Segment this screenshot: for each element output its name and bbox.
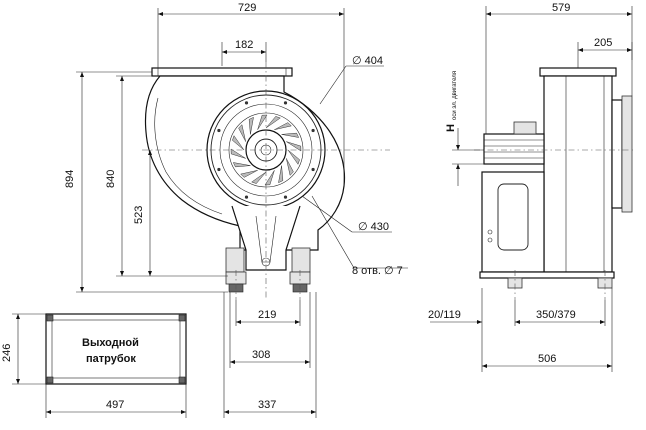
impeller-blade (240, 170, 258, 178)
outlet-detail: Выходной патрубок 246 497 (1, 313, 187, 418)
flange-hole (244, 101, 249, 105)
impeller (230, 114, 302, 186)
impeller-blade (286, 158, 294, 176)
front-view: 729 182 894 840 523 ∅ 404 ∅ 430 8 отв. ∅… (64, 2, 408, 418)
impeller-blade (264, 170, 275, 186)
side-dim-foot-spacing: 350/379 (536, 309, 576, 321)
dim-base-width: 337 (258, 399, 276, 411)
impeller-blade (265, 116, 281, 129)
impeller-blade (251, 171, 267, 184)
side-motor-axis-symbol: H (445, 124, 457, 132)
side-view: 579 205 H оси эл. двигателя 20/119 350/3… (428, 2, 636, 372)
dim-foot-spacing: 219 (258, 309, 276, 321)
impeller-blade (281, 132, 300, 138)
side-dim-offset-left: 20/119 (428, 309, 461, 321)
side-housing (543, 75, 613, 273)
flange-hole (244, 195, 249, 199)
impeller-blade (230, 148, 246, 159)
flange-hole (217, 167, 221, 172)
impeller-blade (232, 162, 251, 168)
impeller-blade (248, 116, 254, 135)
dim-outlet-offset: 182 (235, 39, 253, 51)
dim-outlet-height-detail: 246 (1, 344, 13, 362)
dim-foot-width: 308 (252, 349, 270, 361)
dim-overall-height: 894 (64, 170, 76, 188)
impeller-blade (257, 114, 268, 130)
impeller-blade (278, 165, 284, 184)
dim-outlet-height: 840 (105, 170, 117, 188)
dim-overall-width: 729 (238, 2, 256, 14)
flange-hole (283, 195, 288, 199)
dim-outlet-width-detail: 497 (106, 399, 124, 411)
flange-hole (311, 128, 315, 133)
side-motor-axis-label: оси эл. двигателя (452, 71, 458, 120)
side-dim-overall-depth: 579 (552, 2, 570, 14)
impeller-blade (238, 124, 246, 142)
dim-shaft-height: 523 (133, 206, 145, 224)
flange-hole (311, 167, 315, 172)
dim-holes: 8 отв. ∅ 7 (352, 265, 403, 277)
outlet-title-line2: патрубок (86, 353, 136, 365)
side-outlet-flange (539, 67, 617, 77)
outlet-flange (151, 67, 293, 77)
side-dim-outlet-offset: 205 (594, 37, 612, 49)
side-base-cabinet (481, 171, 545, 273)
flange-holes (217, 101, 315, 199)
impeller-blade (287, 149, 300, 165)
outlet-outer-rect (45, 313, 187, 385)
impeller-blade (286, 141, 302, 152)
dim-inlet-diameter: ∅ 404 (352, 55, 383, 67)
outlet-title-line1: Выходной (82, 337, 139, 349)
impeller-blade (232, 135, 245, 151)
dim-flange-diameter: ∅ 430 (358, 221, 389, 233)
side-dim-base-depth: 506 (538, 353, 556, 365)
flange-hole (217, 128, 221, 133)
impeller-blade (274, 122, 292, 130)
side-motor (483, 133, 545, 165)
flange-hole (283, 101, 288, 105)
